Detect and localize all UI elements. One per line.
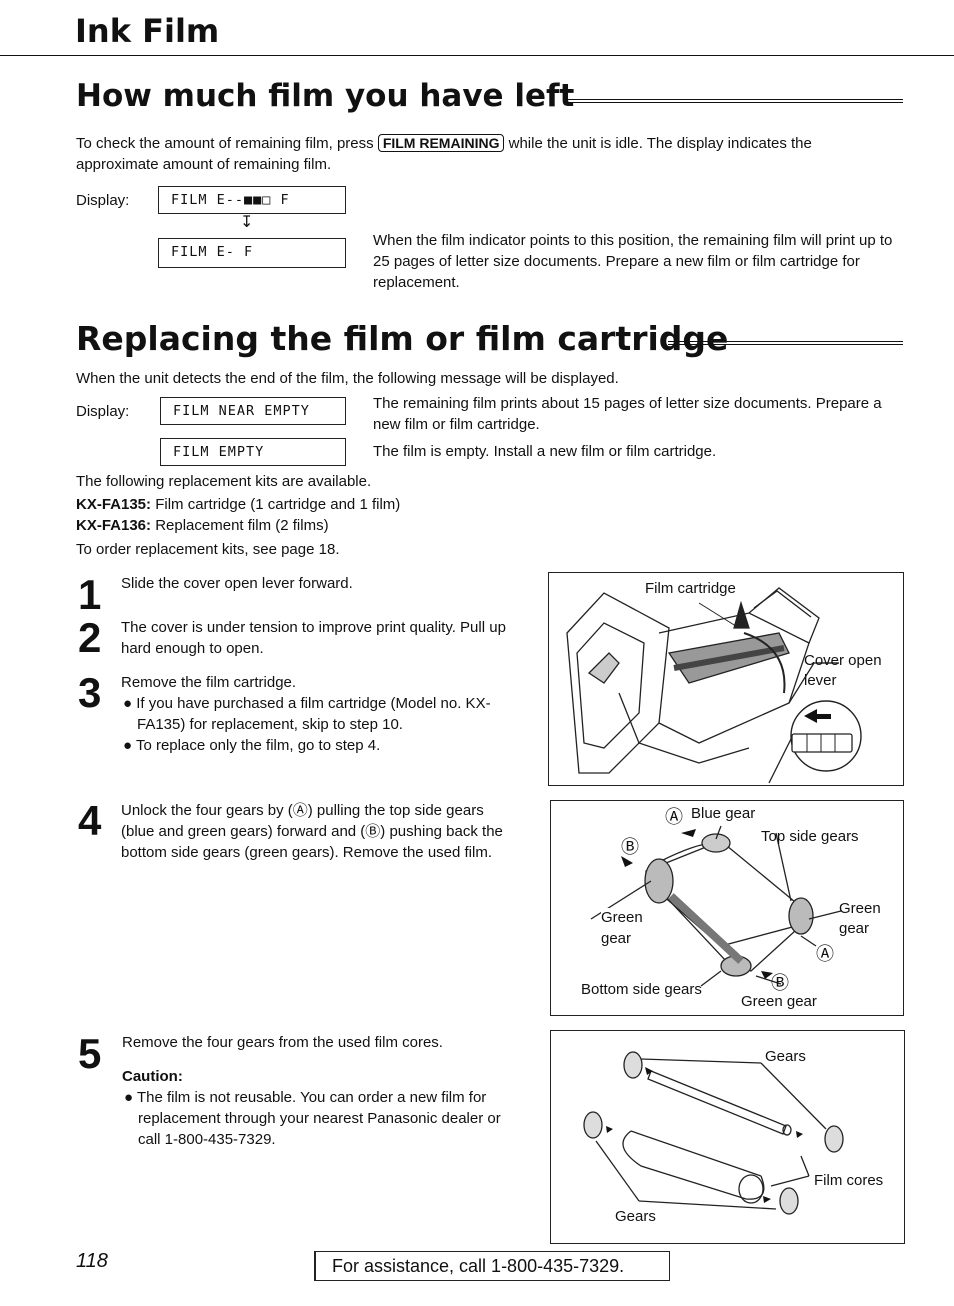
figure-film-gears: Ⓐ Blue gear Top side gears Ⓑ Green gear … bbox=[550, 800, 904, 1016]
lever-label: lever bbox=[804, 672, 837, 689]
empty-note: The film is empty. Install a new film or… bbox=[373, 443, 717, 460]
step-text: Remove the film cartridge. ● If you have… bbox=[121, 672, 511, 756]
kits-intro: The following replacement kits are avail… bbox=[76, 473, 372, 490]
section-title-film-left: How much film you have left bbox=[76, 78, 575, 114]
marker-a: Ⓐ bbox=[665, 807, 683, 827]
near-empty-note: The remaining film prints about 15 pages… bbox=[373, 395, 882, 433]
lcd-display-near-empty: FILM NEAR EMPTY bbox=[160, 397, 346, 425]
fax-machine-illustration bbox=[566, 587, 862, 784]
step-text: Unlock the four gears by (Ⓐ) pulling the… bbox=[121, 802, 503, 861]
assistance-text: For assistance, call 1-800-435-7329. bbox=[332, 1256, 625, 1276]
marker-b: Ⓑ bbox=[621, 837, 639, 857]
gears-film-cores-illustration bbox=[583, 1051, 844, 1215]
step-main-text: Remove the film cartridge. bbox=[121, 674, 297, 691]
down-arrow-icon: ↧ bbox=[240, 214, 254, 231]
step-number: 3 bbox=[78, 669, 102, 716]
assistance-box: For assistance, call 1-800-435-7329. bbox=[314, 1251, 670, 1281]
display-label: Display: bbox=[76, 403, 130, 420]
green-gear-left-label: gear bbox=[601, 930, 632, 947]
step-text: Slide the cover open lever forward. bbox=[121, 575, 353, 592]
figure-gears-cores: Gears Film cores Gears bbox=[550, 1030, 905, 1244]
page-number: 118 bbox=[76, 1250, 108, 1272]
caution-title: Caution: bbox=[122, 1068, 183, 1085]
lcd-display-empty: FILM EMPTY bbox=[160, 438, 346, 466]
section1-intro: To check the amount of remaining film, p… bbox=[76, 133, 896, 175]
step-number: 1 bbox=[78, 571, 102, 618]
kit-model: KX-FA136: bbox=[76, 517, 152, 534]
order-note: To order replacement kits, see page 18. bbox=[76, 541, 340, 558]
step-number: 4 bbox=[78, 797, 102, 844]
step-bullet: ● If you have purchased a film cartridge… bbox=[123, 695, 491, 733]
film-cartridge-gears-illustration bbox=[590, 825, 842, 987]
section-rule bbox=[668, 341, 903, 345]
lcd-display-low: FILM E‐ F bbox=[158, 238, 346, 268]
green-gear-right-label: Green bbox=[839, 900, 881, 917]
step-text: The cover is under tension to improve pr… bbox=[121, 619, 506, 657]
display-label: Display: bbox=[76, 192, 130, 209]
section2-intro: When the unit detects the end of the fil… bbox=[76, 370, 619, 387]
kit-desc: Replacement film (2 films) bbox=[151, 517, 329, 534]
gears-top-label: Gears bbox=[765, 1048, 806, 1065]
kit-model: KX-FA135: bbox=[76, 496, 152, 513]
cover-open-label: Cover open bbox=[804, 652, 882, 669]
step-text: Remove the four gears from the used film… bbox=[122, 1032, 512, 1150]
marker-b: Ⓑ bbox=[771, 973, 789, 993]
kit-item: KX-FA136: Replacement film (2 films) bbox=[76, 515, 329, 536]
green-gear-left-label: Green bbox=[601, 908, 643, 928]
section-rule bbox=[565, 99, 903, 103]
step-main-text: Remove the four gears from the used film… bbox=[122, 1034, 443, 1051]
step-bullet: ● To replace only the film, go to step 4… bbox=[123, 737, 381, 754]
film-remaining-key: FILM REMAINING bbox=[377, 134, 505, 152]
header-rule bbox=[0, 55, 954, 56]
intro-text-cont: while the unit is idle. The display indi… bbox=[76, 135, 812, 173]
gears-bottom-label: Gears bbox=[615, 1208, 656, 1225]
step-number: 2 bbox=[78, 614, 102, 661]
green-gear-bottom-label: Green gear bbox=[741, 993, 817, 1010]
caution-text: ● The film is not reusable. You can orde… bbox=[124, 1089, 501, 1148]
figure-cover-lever: Film cartridge Cover open lever bbox=[548, 572, 904, 786]
top-side-gears-label: Top side gears bbox=[761, 828, 859, 845]
green-gear-right-label: gear bbox=[839, 920, 870, 937]
marker-a: Ⓐ bbox=[816, 944, 834, 964]
chapter-title: Ink Film bbox=[75, 12, 220, 50]
low-film-note: When the film indicator points to this p… bbox=[373, 232, 893, 291]
film-cartridge-label: Film cartridge bbox=[645, 579, 736, 599]
intro-text: To check the amount of remaining film, p… bbox=[76, 135, 378, 152]
lcd-display-full: FILM E‐‐■■□ F bbox=[158, 186, 346, 214]
step-number: 5 bbox=[78, 1030, 102, 1077]
kit-item: KX-FA135: Film cartridge (1 cartridge an… bbox=[76, 494, 400, 515]
bottom-side-gears-label: Bottom side gears bbox=[581, 981, 702, 998]
kit-desc: Film cartridge (1 cartridge and 1 film) bbox=[151, 496, 401, 513]
film-cores-label: Film cores bbox=[814, 1172, 884, 1189]
section-title-replacing: Replacing the film or film cartridge bbox=[76, 319, 729, 358]
blue-gear-label: Blue gear bbox=[691, 805, 756, 822]
